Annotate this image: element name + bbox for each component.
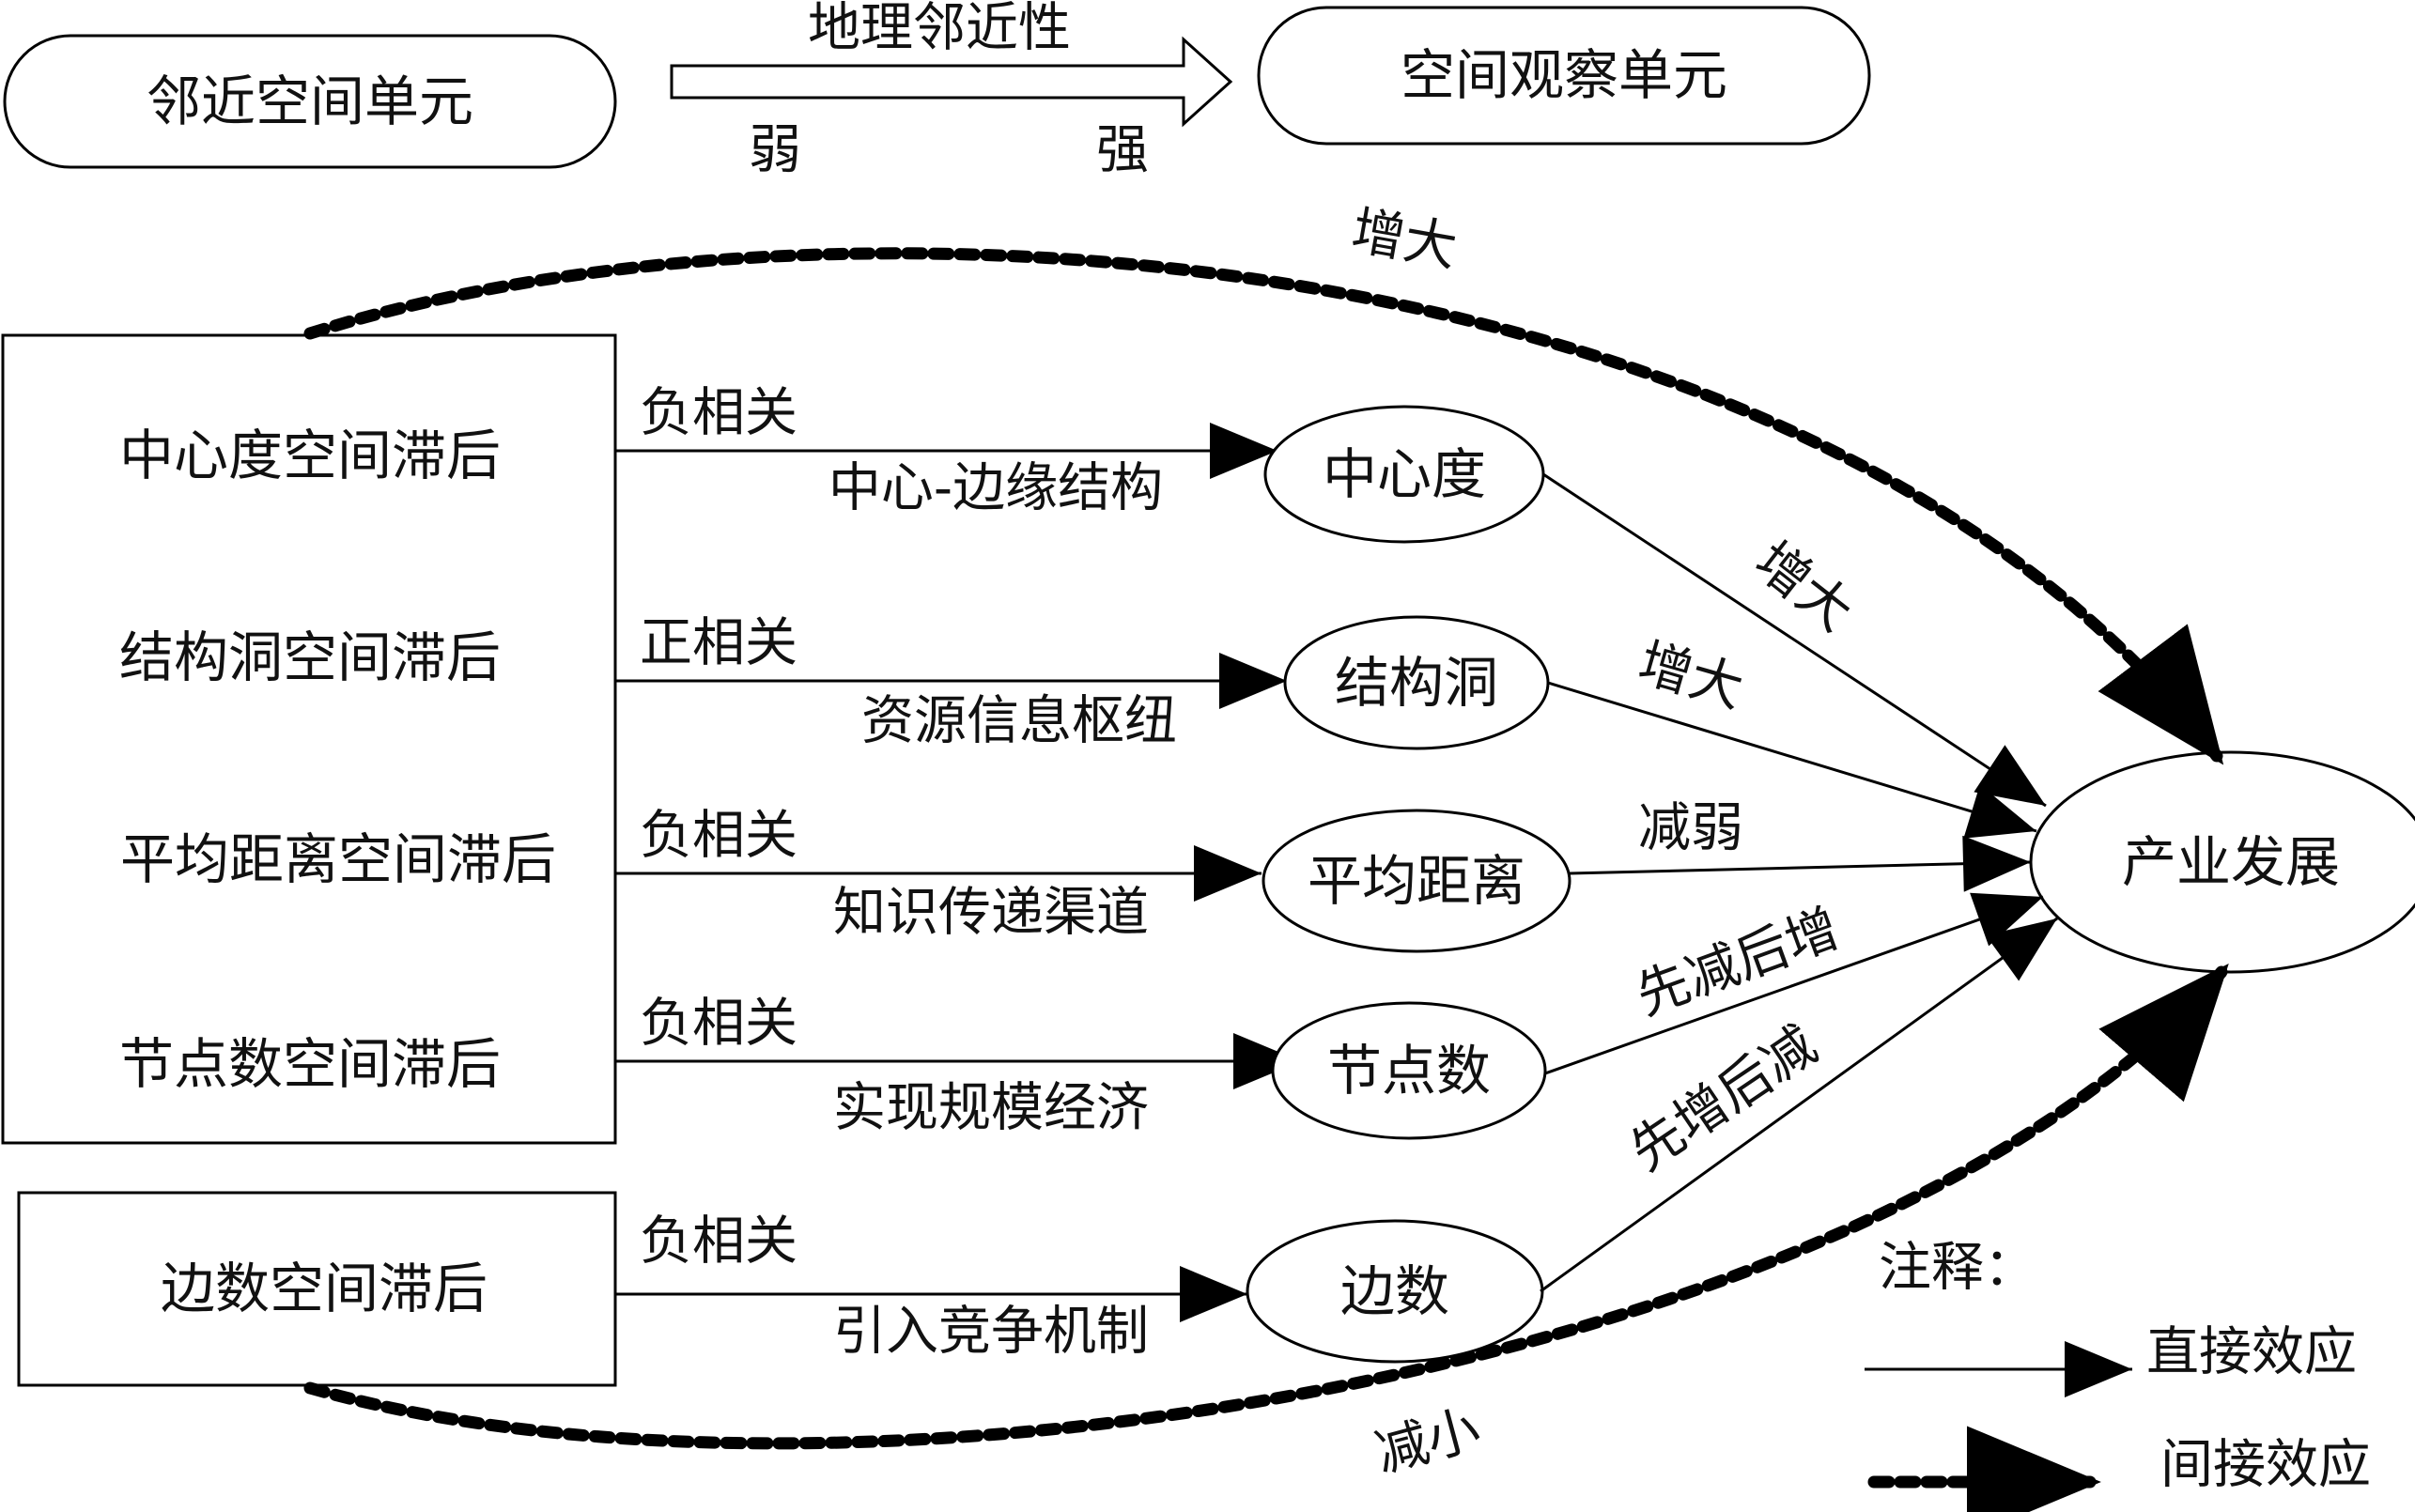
direct-effect-node-count [1544, 892, 2044, 1075]
direct-effect-structural-hole [1547, 681, 2037, 839]
node-centrality-label: 中心度 [1323, 442, 1486, 506]
observed-unit-node [1257, 6, 1871, 146]
mech-structural-hole: 资源信息枢纽 [861, 691, 1177, 752]
effect-structural-hole: 增大 [1632, 632, 1750, 719]
effect-avg-distance: 减弱 [1638, 798, 1743, 859]
legend-indirect-label: 间接效应 [2160, 1435, 2371, 1496]
indirect-effect-top [303, 247, 2224, 765]
corr-centrality: 负相关 [640, 383, 797, 444]
mech-avg-distance: 知识传递渠道 [833, 883, 1149, 944]
weak-label: 弱 [749, 120, 801, 181]
proximity-hollow-arrow [670, 36, 1233, 128]
corr-avg-distance: 负相关 [640, 806, 797, 867]
node-industry-development-label: 产业发展 [2122, 830, 2340, 894]
mech-edge-count: 引入竞争机制 [833, 1302, 1149, 1363]
observed-unit-label: 空间观察单元 [1401, 43, 1727, 107]
node-structural-hole-label: 结构洞 [1335, 651, 1498, 715]
strong-label: 强 [1096, 120, 1149, 181]
lag-item-avg-distance: 平均距离空间滞后 [120, 827, 556, 891]
lag-item-structural-hole: 结构洞空间滞后 [119, 625, 501, 689]
direct-effect-edge-count [1540, 917, 2058, 1293]
node-edge-count-label: 边数 [1340, 1259, 1449, 1323]
direct-effect-avg-distance [1569, 835, 2032, 892]
node-avg-distance [1262, 809, 1571, 953]
lag-item-node-count: 节点数空间滞后 [119, 1032, 501, 1096]
indirect-top-label: 增大 [1347, 200, 1462, 278]
node-node-count [1271, 1001, 1547, 1140]
proximity-label: 地理邻近性 [808, 0, 1071, 59]
neighbor-unit-label: 邻近空间单元 [147, 69, 473, 133]
direct-effect-centrality [1542, 472, 2047, 808]
mech-node-count: 实现规模经济 [833, 1078, 1149, 1139]
corr-edge-count: 负相关 [640, 1211, 797, 1273]
indirect-effect-bottom [303, 963, 2229, 1450]
legend-title: 注释： [1879, 1238, 2036, 1299]
corr-structural-hole: 正相关 [640, 613, 797, 674]
edge-lag-label: 边数空间滞后 [161, 1257, 488, 1320]
node-avg-distance-label: 平均距离 [1308, 849, 1525, 913]
effect-centrality: 增大 [1743, 531, 1864, 643]
effect-node-count: 先减后增 [1629, 898, 1848, 1027]
legend-direct-label: 直接效应 [2146, 1322, 2357, 1383]
corr-node-count: 负相关 [640, 994, 797, 1055]
indirect-bottom-label: 减小 [1369, 1398, 1486, 1485]
edge-lag-box [17, 1191, 617, 1387]
node-node-count-label: 节点数 [1327, 1039, 1491, 1103]
lag-item-centrality: 中心度空间滞后 [119, 424, 501, 487]
mech-centrality: 中心-边缘结构 [828, 458, 1163, 519]
neighbor-unit-node [3, 34, 617, 169]
